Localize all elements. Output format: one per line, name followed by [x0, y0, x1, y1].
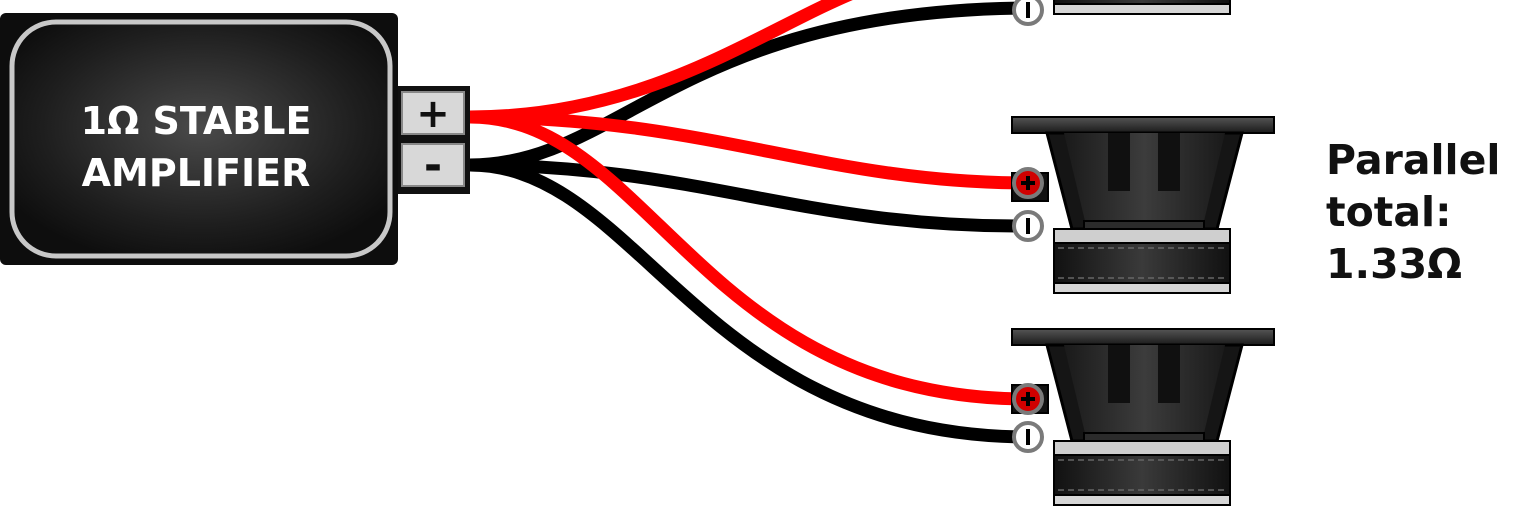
negative-terminal-speaker-3	[1012, 421, 1044, 453]
negative-wire-speaker-1	[463, 1, 1035, 172]
speaker-1	[1010, 0, 1276, 16]
total-line3: 1.33Ω	[1326, 240, 1462, 288]
positive-terminal-speaker-2	[1012, 167, 1044, 199]
total-line1: Parallel	[1326, 136, 1500, 184]
positive-wire-speaker-2	[463, 110, 1035, 190]
positive-terminal	[401, 91, 465, 135]
negative-terminal-label: -	[424, 140, 442, 191]
total-line2: total:	[1326, 188, 1451, 236]
negative-terminal-speaker-2	[1012, 210, 1044, 242]
amplifier-title-line2: AMPLIFIER	[82, 151, 311, 195]
positive-terminal-label: +	[416, 91, 450, 137]
speaker-3	[1010, 327, 1276, 507]
negative-terminal-speaker-1	[1012, 0, 1044, 26]
total-impedance-label: Parallel total: 1.33Ω	[1326, 136, 1500, 288]
negative-terminal	[401, 143, 465, 187]
positive-wire-speaker-3	[463, 110, 1035, 406]
speaker-2	[1010, 115, 1276, 295]
amplifier-title-line1: 1Ω STABLE	[81, 99, 312, 143]
amplifier: 1Ω STABLE AMPLIFIER + -	[0, 13, 470, 265]
negative-wire-speaker-3	[463, 158, 1035, 444]
wires	[463, 0, 1035, 444]
positive-terminal-speaker-3	[1012, 383, 1044, 415]
negative-wire-speaker-2	[463, 158, 1035, 233]
